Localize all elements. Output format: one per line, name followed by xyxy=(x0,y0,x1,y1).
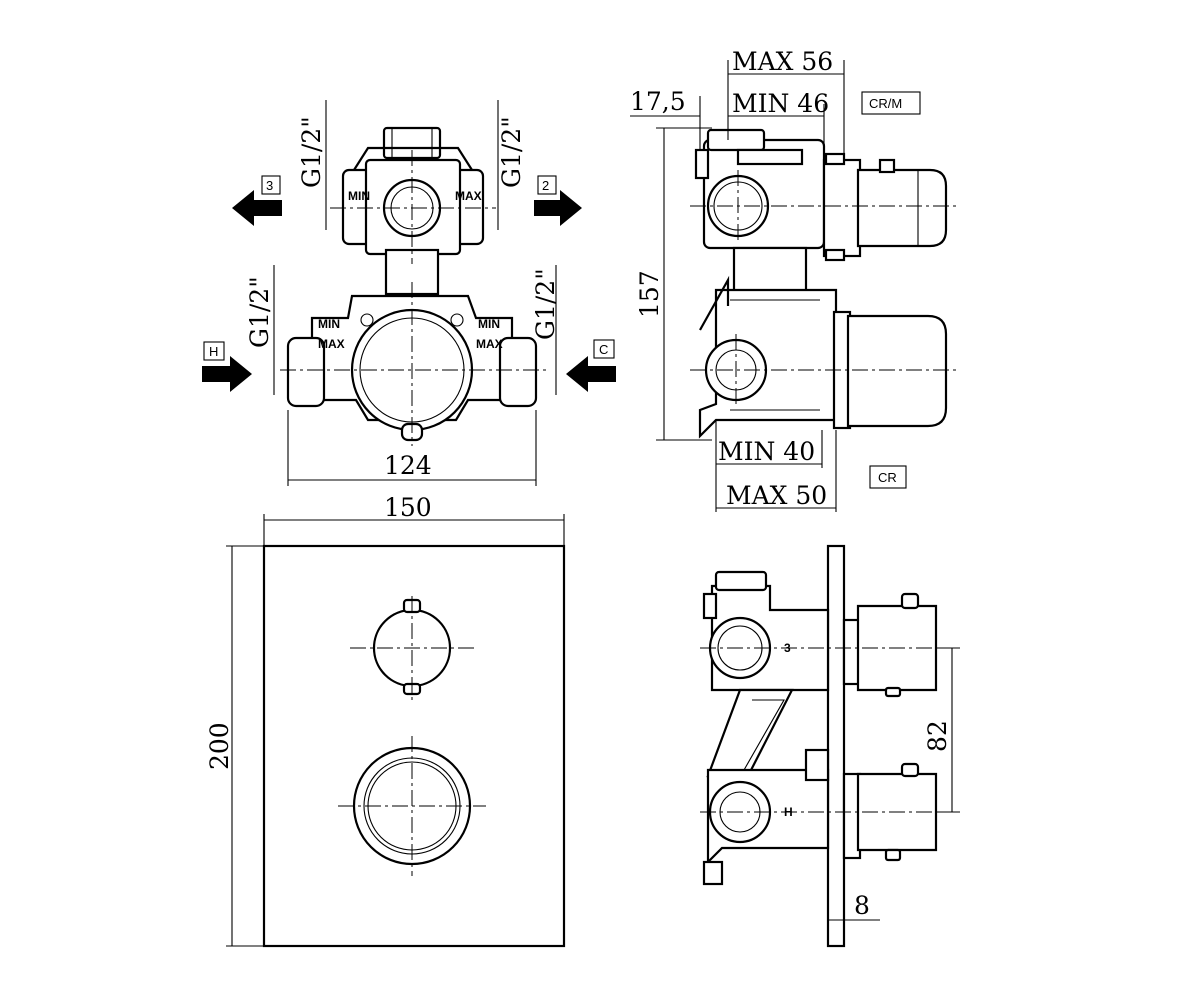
min-top-label: MIN 46 xyxy=(732,89,829,118)
port-arrows: 3 2 H C xyxy=(202,175,616,392)
plate-dimensions: 150 200 xyxy=(205,493,565,947)
min-bottom-label: MIN 40 xyxy=(718,437,815,466)
left-min-mark: MIN xyxy=(318,317,340,331)
plate-width-label: 150 xyxy=(384,493,432,522)
side-view-lower: 3 H xyxy=(700,544,960,948)
thread-dimensions: G1/2" G1/2" G1/2" G1/2" xyxy=(245,100,560,395)
bottom-right-thread-label: G1/2" xyxy=(531,268,560,340)
cold-label: C xyxy=(599,342,608,357)
side-view-upper xyxy=(690,128,960,439)
side-view-dimensions: MAX 56 MIN 46 17,5 CR/M 157 MIN 40 MAX 5… xyxy=(630,47,921,512)
variant-top-tag: CR/M xyxy=(869,96,902,111)
hot-label: H xyxy=(209,344,218,359)
max-top-label: MAX 56 xyxy=(732,47,833,76)
cold-inlet-arrow: C xyxy=(566,339,616,392)
left-max-mark: MAX xyxy=(318,337,345,351)
outlet-3-arrow: 3 xyxy=(232,175,282,226)
front-view-valve-body: MIN MAX MIN MAX MIN MAX xyxy=(280,126,548,446)
lower-side-dimensions: 82 8 xyxy=(828,647,960,921)
side-height-label: 157 xyxy=(635,270,664,318)
right-min-mark: MIN xyxy=(478,317,500,331)
top-max-mark: MAX xyxy=(455,189,482,203)
variant-bottom-tag: CR xyxy=(878,470,897,485)
plate-thickness-label: 8 xyxy=(854,891,870,920)
top-right-thread-label: G1/2" xyxy=(497,116,526,188)
max-bottom-label: MAX 50 xyxy=(726,481,827,510)
bottom-left-thread-label: G1/2" xyxy=(245,276,274,348)
offset-label: 17,5 xyxy=(630,87,686,116)
body-width-dimension: 124 xyxy=(287,410,537,486)
outlet-2-arrow: 2 xyxy=(534,175,582,226)
plate-height-label: 200 xyxy=(205,722,234,770)
right-max-mark: MAX xyxy=(476,337,503,351)
outlet-3-label: 3 xyxy=(266,178,273,193)
hot-inlet-arrow: H xyxy=(202,341,252,392)
outlet-2-label: 2 xyxy=(542,178,549,193)
body-width-label: 124 xyxy=(384,451,432,480)
front-plate-view xyxy=(262,544,566,948)
top-left-thread-label: G1/2" xyxy=(297,116,326,188)
outlet-spacing-label: 82 xyxy=(923,720,952,752)
top-min-mark: MIN xyxy=(348,189,370,203)
